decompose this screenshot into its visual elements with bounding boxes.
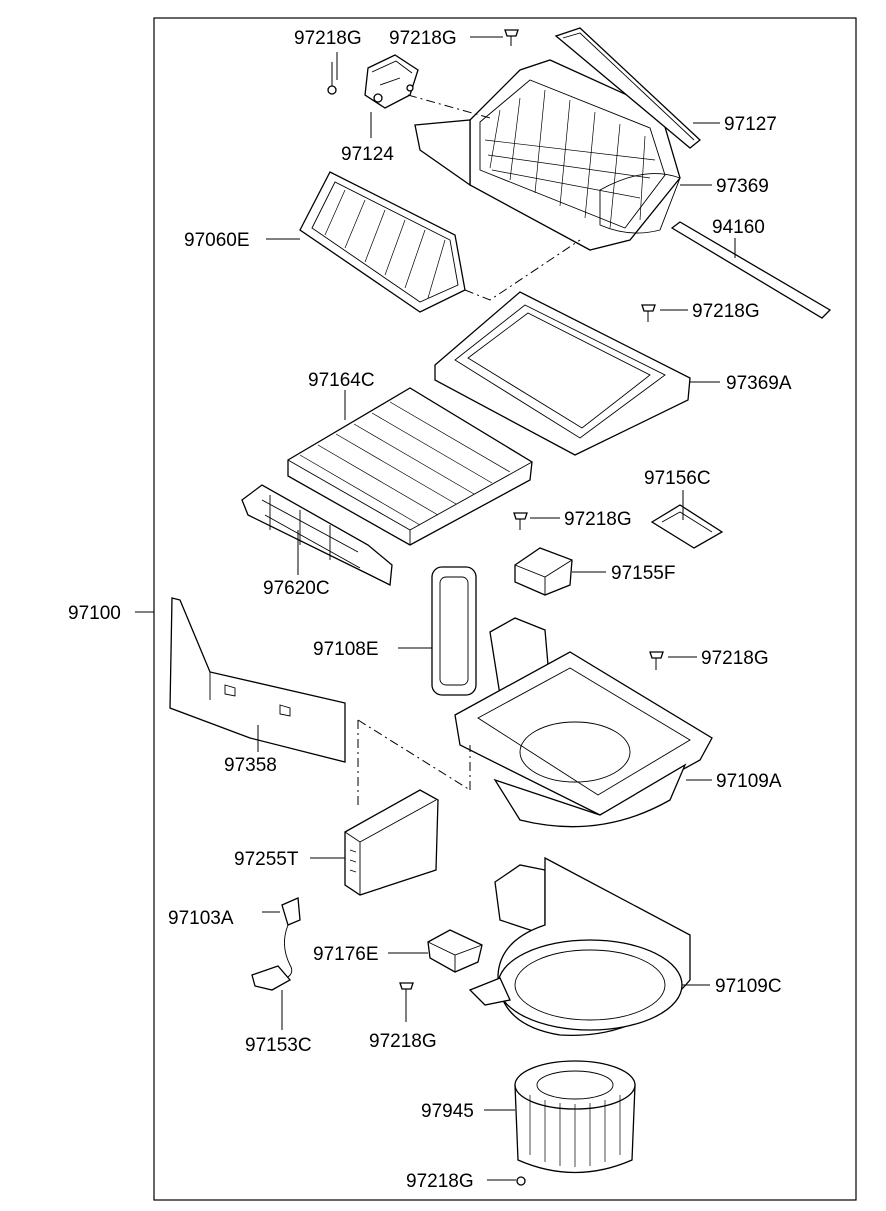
- label-97124: 97124: [341, 144, 394, 165]
- label-94160: 94160: [712, 217, 765, 238]
- guide-line-2: [464, 239, 581, 301]
- filter-frame-97369A: [434, 291, 691, 456]
- guide-line-3: [357, 719, 471, 791]
- label-97155F: 97155F: [611, 563, 675, 584]
- label-97218G-d: 97218G: [564, 509, 632, 530]
- label-97156C: 97156C: [644, 468, 711, 489]
- screw-97218G-a: [327, 62, 337, 95]
- screw-97218G-d: [513, 512, 528, 530]
- guide-line-1: [407, 94, 491, 119]
- label-97109A: 97109A: [716, 771, 782, 792]
- label-97218G-a: 97218G: [294, 28, 362, 49]
- screw-97218G-g: [516, 1176, 526, 1186]
- module-97255T: [344, 789, 439, 896]
- label-97164C: 97164C: [308, 370, 375, 391]
- blower-motor-97945: [514, 1060, 636, 1174]
- diagram-frame: [153, 17, 857, 1201]
- bracket-97620C: [241, 484, 393, 587]
- sensor-97153C: [251, 897, 301, 991]
- label-97218G-b: 97218G: [389, 28, 457, 49]
- leader-lines: [257, 36, 736, 1181]
- sensor-97156C: [650, 504, 724, 549]
- label-97620C: 97620C: [263, 578, 330, 599]
- actuator-97155F: [514, 547, 573, 596]
- label-97108E: 97108E: [313, 639, 379, 660]
- label-97358: 97358: [224, 755, 277, 776]
- label-97218G-c: 97218G: [692, 301, 760, 322]
- intake-housing-97369: [414, 59, 681, 251]
- label-97060E: 97060E: [184, 230, 250, 251]
- label-97369A: 97369A: [726, 373, 792, 394]
- label-97218G-f: 97218G: [369, 1031, 437, 1052]
- panel-97358: [169, 597, 346, 763]
- screw-97218G-e: [649, 651, 664, 670]
- screw-97218G-b: [504, 29, 519, 46]
- seal-97127: [554, 27, 701, 149]
- label-97218G-g: 97218G: [406, 1171, 474, 1192]
- screw-97218G-f: [399, 982, 414, 1000]
- strip-94160: [670, 221, 832, 319]
- label-97176E: 97176E: [313, 944, 379, 965]
- label-97127: 97127: [724, 114, 777, 135]
- resistor-97176E: [427, 929, 483, 973]
- label-97369: 97369: [716, 176, 769, 197]
- cabin-filter-97164C: [287, 387, 533, 546]
- label-97945: 97945: [421, 1101, 474, 1122]
- label-97103A: 97103A: [168, 908, 234, 929]
- label-97100: 97100: [68, 603, 121, 624]
- door-97060E: [299, 171, 466, 313]
- actuator-97124: [364, 54, 419, 109]
- label-97218G-e: 97218G: [701, 648, 769, 669]
- seal-97108E: [431, 566, 477, 696]
- lower-case-97109C: [468, 856, 691, 1037]
- screw-97218G-c: [641, 304, 656, 322]
- label-97109C: 97109C: [715, 976, 782, 997]
- label-97255T: 97255T: [234, 849, 299, 870]
- upper-case-97109A: [454, 617, 713, 828]
- label-97153C: 97153C: [245, 1035, 312, 1056]
